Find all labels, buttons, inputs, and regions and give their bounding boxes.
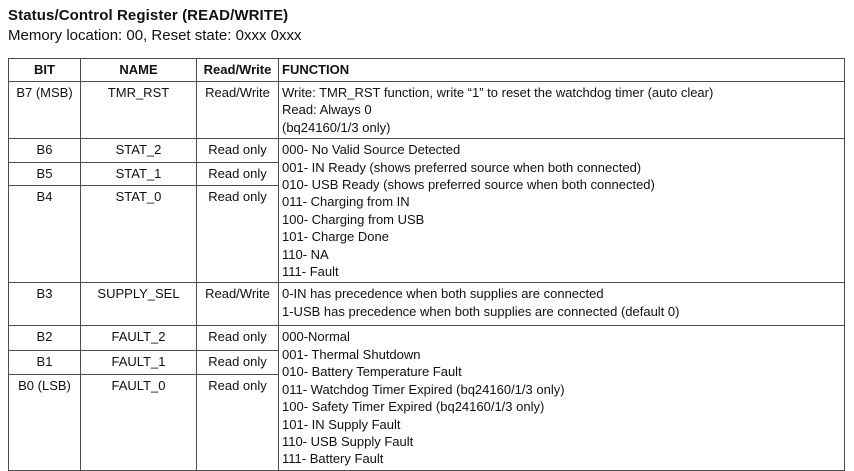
name-cell-fault0: FAULT_0 — [80, 373, 197, 471]
function-line: 010- USB Ready (shows preferred source w… — [282, 177, 655, 193]
function-cell-tmr-rst: Write: TMR_RST function, write “1” to re… — [278, 80, 845, 140]
bit-cell-b5: B5 — [8, 161, 81, 186]
table-row-b5: B5 STAT_1 Read only — [8, 161, 845, 186]
rw-cell-b2: Read only — [196, 325, 279, 351]
header-rw: Read/Write — [196, 58, 279, 82]
function-line: 111- Fault — [282, 264, 339, 280]
name-cell-stat1: STAT_1 — [80, 161, 197, 186]
name-cell-tmr-rst: TMR_RST — [80, 80, 197, 140]
table-row-b3: B3 SUPPLY_SEL Read/Write 0-IN has preced… — [8, 282, 845, 327]
bit-cell-b4: B4 — [8, 184, 81, 284]
table-row-b7: B7 (MSB) TMR_RST Read/Write Write: TMR_R… — [8, 80, 845, 140]
function-line: Write: TMR_RST function, write “1” to re… — [282, 85, 714, 100]
name-cell-stat2: STAT_2 — [80, 138, 197, 163]
table-row-b4: B4 STAT_0 Read only — [8, 184, 845, 284]
name-cell-stat0: STAT_0 — [80, 184, 197, 284]
table-row-b1: B1 FAULT_1 Read only — [8, 349, 845, 375]
header-function: FUNCTION — [278, 58, 845, 82]
page-subtitle: Memory location: 00, Reset state: 0xxx 0… — [8, 27, 302, 44]
table-row-b0: B0 (LSB) FAULT_0 Read only — [8, 373, 845, 471]
function-line: 101- Charge Done — [282, 229, 389, 245]
function-line: Read: Always 0 — [282, 102, 372, 118]
function-line: 011- Watchdog Timer Expired (bq24160/1/3… — [282, 381, 565, 397]
function-line: 0-IN has precedence when both supplies a… — [282, 286, 604, 302]
function-line: 000-Normal — [282, 329, 350, 345]
bit-cell-b3: B3 — [8, 282, 81, 327]
rw-cell-b7: Read/Write — [196, 80, 279, 140]
function-line: 000- No Valid Source Detected — [282, 142, 461, 158]
bit-cell-b6: B6 — [8, 138, 81, 163]
function-line: 010- Battery Temperature Fault — [282, 364, 462, 380]
function-line: 111- Battery Fault — [282, 451, 384, 467]
function-line: 110- USB Supply Fault — [282, 433, 414, 449]
rw-cell-b0: Read only — [196, 373, 279, 471]
name-cell-fault2: FAULT_2 — [80, 325, 197, 351]
header-name: NAME — [80, 58, 197, 82]
register-table: BIT NAME Read/Write FUNCTION B7 (MSB) TM… — [8, 58, 845, 471]
rw-cell-b6: Read only — [196, 138, 279, 163]
function-cell-fault: 000-Normal 001- Thermal Shutdown 010- Ba… — [278, 325, 845, 471]
bit-cell-b1: B1 — [8, 349, 81, 375]
function-line: 001- IN Ready (shows preferred source wh… — [282, 159, 642, 175]
function-line: 100- Charging from USB — [282, 211, 425, 227]
rw-cell-b4: Read only — [196, 184, 279, 284]
function-line: 001- Thermal Shutdown — [282, 346, 421, 362]
function-line: 1-USB has precedence when both supplies … — [282, 303, 680, 319]
table-row-b6: B6 STAT_2 Read only 000- No Valid Source… — [8, 138, 845, 284]
name-cell-fault1: FAULT_1 — [80, 349, 197, 375]
table-row-b2: B2 FAULT_2 Read only 000-Normal 001- The… — [8, 325, 845, 471]
rw-cell-b5: Read only — [196, 161, 279, 186]
header-bit: BIT — [8, 58, 81, 82]
rw-cell-b3: Read/Write — [196, 282, 279, 327]
rw-cell-b1: Read only — [196, 349, 279, 375]
page-title: Status/Control Register (READ/WRITE) — [8, 7, 289, 24]
bit-cell-b7: B7 (MSB) — [8, 80, 81, 140]
function-line: 100- Safety Timer Expired (bq24160/1/3 o… — [282, 399, 545, 415]
function-line: 011- Charging from IN — [282, 194, 410, 210]
table-header-row: BIT NAME Read/Write FUNCTION — [8, 58, 845, 82]
bit-cell-b0: B0 (LSB) — [8, 373, 81, 471]
function-line: 110- NA — [282, 246, 329, 262]
function-line: (bq24160/1/3 only) — [282, 119, 391, 135]
function-line: 101- IN Supply Fault — [282, 416, 401, 432]
function-cell-stat: 000- No Valid Source Detected 001- IN Re… — [278, 138, 845, 284]
function-cell-supply-sel: 0-IN has precedence when both supplies a… — [278, 282, 845, 327]
bit-cell-b2: B2 — [8, 325, 81, 351]
name-cell-supply-sel: SUPPLY_SEL — [80, 282, 197, 327]
